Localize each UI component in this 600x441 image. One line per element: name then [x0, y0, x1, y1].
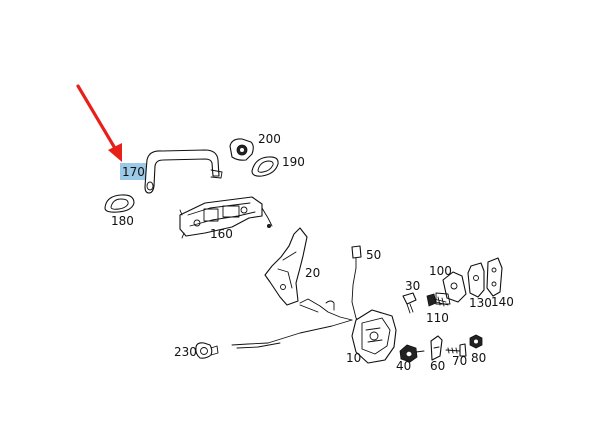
label-80: 80: [471, 351, 486, 365]
label-190: 190: [282, 155, 305, 169]
part-gasket-190: [251, 156, 279, 177]
part-lock-cylinder: [229, 138, 254, 161]
part-nut-80: [469, 334, 483, 349]
part-screw-70: [445, 343, 467, 357]
part-bolt-110: [426, 293, 449, 307]
part-door-lock: [351, 309, 397, 364]
label-230: 230: [174, 345, 197, 359]
part-striker-plate: [435, 271, 467, 305]
label-130: 130: [469, 296, 492, 310]
label-60: 60: [430, 359, 445, 373]
label-110: 110: [426, 311, 449, 325]
part-rod-clip: [195, 342, 219, 359]
label-100: 100: [429, 264, 452, 278]
part-handle-carrier: [179, 196, 273, 239]
part-cover-130: [467, 262, 485, 298]
label-180: 180: [111, 214, 134, 228]
label-30: 30: [405, 279, 420, 293]
label-40: 40: [396, 359, 411, 373]
label-70: 70: [452, 354, 467, 368]
label-140: 140: [491, 295, 514, 309]
label-20: 20: [305, 266, 320, 280]
part-spacer-140: [486, 257, 503, 297]
label-10: 10: [346, 351, 361, 365]
label-160: 160: [210, 227, 233, 241]
highlight-box-170: [120, 163, 146, 180]
pointer-arrow: [76, 84, 122, 162]
label-200: 200: [258, 132, 281, 146]
part-screw-30: [402, 292, 417, 314]
part-bracket-60: [430, 335, 443, 361]
label-170: 170: [122, 165, 145, 179]
part-bracket: [264, 227, 308, 306]
part-cable-plug: [351, 245, 365, 327]
part-door-handle: [144, 149, 223, 194]
part-bolt-40: [399, 344, 425, 363]
label-50: 50: [366, 248, 381, 262]
part-rods: [231, 298, 353, 349]
part-gasket-180: [104, 194, 135, 213]
